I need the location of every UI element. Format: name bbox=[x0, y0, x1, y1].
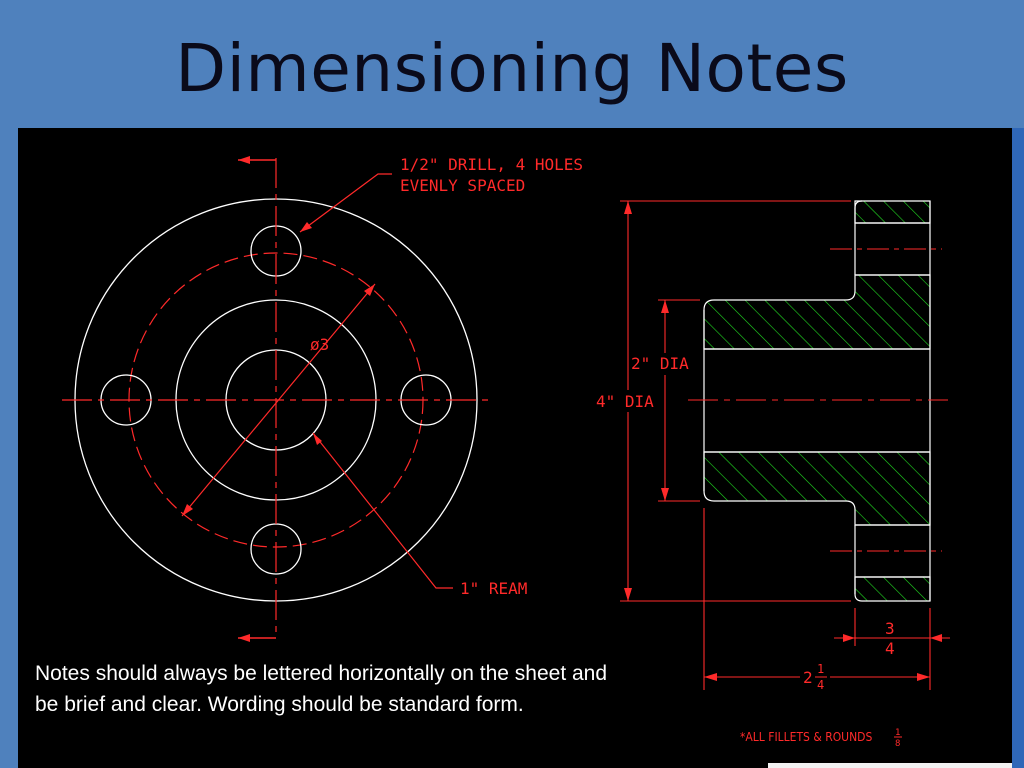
outer-dia-arrow-bottom bbox=[624, 588, 632, 601]
outer-dia-label-bg bbox=[592, 390, 666, 412]
bolt-circle-arrow-sw bbox=[182, 504, 193, 516]
bottom-accent-bar bbox=[768, 763, 1012, 768]
outer-dia-arrow-top bbox=[624, 201, 632, 214]
bolt-circle-dia-label: ø3 bbox=[310, 335, 329, 354]
drill-note-line2: EVENLY SPACED bbox=[400, 176, 525, 195]
section-upper-hub bbox=[703, 274, 931, 350]
section-upper-solid bbox=[854, 200, 931, 224]
drill-leader-arrow bbox=[300, 222, 312, 232]
thickness-dim-whole: 2 bbox=[803, 668, 813, 687]
inner-dia-arrow-top bbox=[661, 300, 669, 313]
thickness-arrow-right bbox=[917, 673, 930, 681]
drill-leader bbox=[299, 173, 392, 233]
cutting-plane-arrow-bottom bbox=[238, 634, 250, 642]
section-lower-solid bbox=[854, 576, 931, 602]
bolt-circle-dim-line bbox=[181, 283, 376, 517]
inner-dia-label: 2" DIA bbox=[631, 354, 689, 373]
inner-dia-label-bg bbox=[629, 353, 703, 375]
drill-note-line1: 1/2" DRILL, 4 HOLES bbox=[400, 155, 583, 174]
front-view bbox=[62, 156, 490, 642]
outer-dia-label: 4" DIA bbox=[596, 392, 654, 411]
ream-leader bbox=[312, 432, 453, 589]
thickness-arrow-left bbox=[704, 673, 717, 681]
fillets-note-numerator: 1 bbox=[895, 728, 900, 738]
section-lower-hub bbox=[703, 451, 931, 526]
inner-dia-arrow-bottom bbox=[661, 488, 669, 501]
thickness-dim-numerator: 1 bbox=[817, 662, 824, 676]
bolt-circle-arrow-ne bbox=[364, 284, 375, 296]
cad-drawing: 1/2" DRILL, 4 HOLES EVENLY SPACED ø3 1" … bbox=[62, 155, 950, 749]
slide-title: Dimensioning Notes bbox=[175, 30, 849, 107]
flange-dim-numerator: 3 bbox=[885, 619, 895, 638]
flange-outline bbox=[854, 200, 931, 601]
flange-arrow-right bbox=[930, 634, 942, 642]
section-view: 4" DIA 2" DIA 3 4 2 bbox=[592, 200, 950, 694]
cutting-plane-arrow-top bbox=[238, 156, 250, 164]
slide-edge-strip bbox=[1012, 128, 1024, 768]
ream-leader-arrow bbox=[313, 433, 322, 445]
thickness-dim-denominator: 4 bbox=[817, 678, 824, 692]
flange-arrow-left bbox=[843, 634, 855, 642]
fillets-note-denominator: 8 bbox=[895, 739, 900, 749]
fillets-note: *ALL FILLETS & ROUNDS bbox=[740, 730, 872, 744]
cad-drawing-panel: 1/2" DRILL, 4 HOLES EVENLY SPACED ø3 1" … bbox=[18, 128, 1012, 768]
dimensioning-note: Notes should always be lettered horizont… bbox=[35, 662, 608, 716]
flange-dim-denominator: 4 bbox=[885, 639, 895, 658]
ream-label: 1" REAM bbox=[460, 579, 527, 598]
